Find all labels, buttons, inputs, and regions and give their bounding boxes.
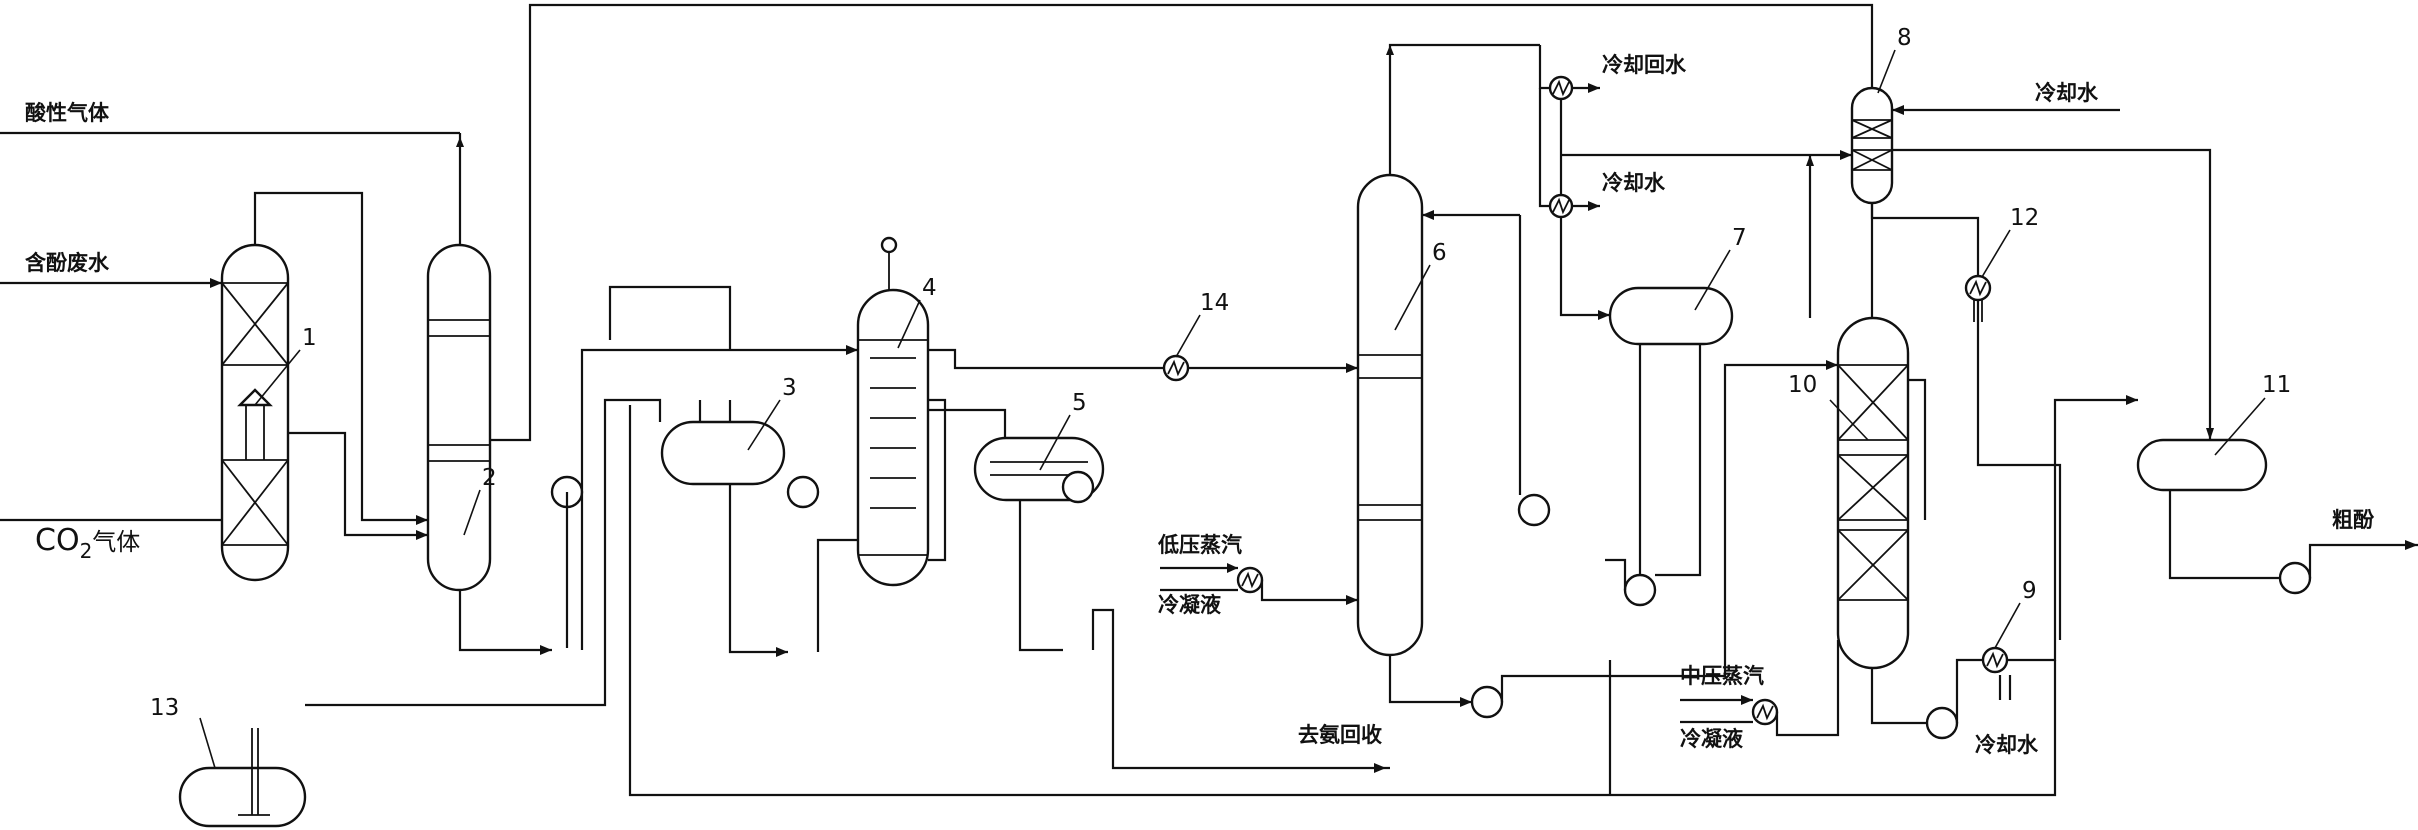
piping [0, 3, 2418, 797]
tag-10: 10 [1788, 372, 1817, 398]
label-medium-pressure-steam: 中压蒸汽 [1680, 664, 1764, 688]
tag-12: 12 [2010, 205, 2039, 231]
flow-arrows [210, 45, 2418, 773]
column-2 [426, 243, 492, 592]
column-1 [220, 243, 290, 582]
tag-6: 6 [1432, 240, 1447, 266]
vessel-7 [1608, 286, 1734, 346]
condenser-top [1548, 75, 1574, 101]
label-condensate-1: 冷凝液 [1158, 593, 1221, 617]
tag-4: 4 [922, 275, 937, 301]
tag-2: 2 [482, 465, 497, 491]
label-co2-main: CO [35, 523, 80, 558]
label-cooling-water-3: 冷却水 [1975, 733, 2039, 757]
tag-1: 1 [302, 325, 317, 351]
number-leaders [199, 49, 2266, 769]
vessel-11 [2136, 438, 2268, 492]
column-8 [1850, 86, 1894, 205]
column-6 [1356, 173, 1424, 657]
pump-vessel-5 [1061, 470, 1095, 504]
tank-13 [178, 728, 307, 828]
label-phenol-wastewater: 含酚废水 [25, 251, 110, 275]
label-ammonia-recovery: 去氨回收 [1298, 723, 1382, 747]
label-cooling-water-1: 冷却水 [1602, 171, 1666, 195]
tag-3: 3 [782, 375, 797, 401]
column-10 [1836, 316, 1910, 670]
exchanger-9 [1981, 646, 2009, 674]
label-cooling-water-2: 冷却水 [2035, 81, 2099, 105]
pump-vessel-3 [786, 475, 820, 509]
tag-11: 11 [2262, 372, 2291, 398]
tag-7: 7 [1732, 225, 1747, 251]
pump-vessel-7 [1623, 573, 1657, 607]
tag-13: 13 [150, 695, 179, 721]
column-4 [856, 236, 930, 587]
tag-9: 9 [2022, 578, 2037, 604]
reboiler-column-6 [1236, 566, 1264, 594]
pump-column-10 [1925, 706, 1959, 740]
label-cooling-return-water: 冷却回水 [1602, 53, 1687, 77]
tag-14: 14 [1200, 290, 1229, 316]
pump-column-6-side [1517, 493, 1551, 527]
vessel-3 [660, 420, 786, 486]
label-co2-sub: 2 [80, 539, 93, 563]
tag-5: 5 [1072, 390, 1087, 416]
pump-vessel-11 [2278, 561, 2312, 595]
label-acid-gas: 酸性气体 [25, 101, 110, 125]
condenser-lower [1548, 193, 1574, 219]
label-crude-phenol: 粗酚 [2332, 508, 2375, 532]
label-co2: CO2气体 [35, 523, 140, 563]
exchanger-14 [1162, 354, 1190, 382]
label-co2-suffix: 气体 [92, 528, 140, 556]
label-condensate-2: 冷凝液 [1680, 727, 1743, 751]
pump-column-6-bottom [1470, 685, 1504, 719]
tag-8: 8 [1897, 25, 1912, 51]
label-low-pressure-steam: 低压蒸汽 [1157, 533, 1242, 557]
reboiler-column-10 [1751, 698, 1779, 726]
